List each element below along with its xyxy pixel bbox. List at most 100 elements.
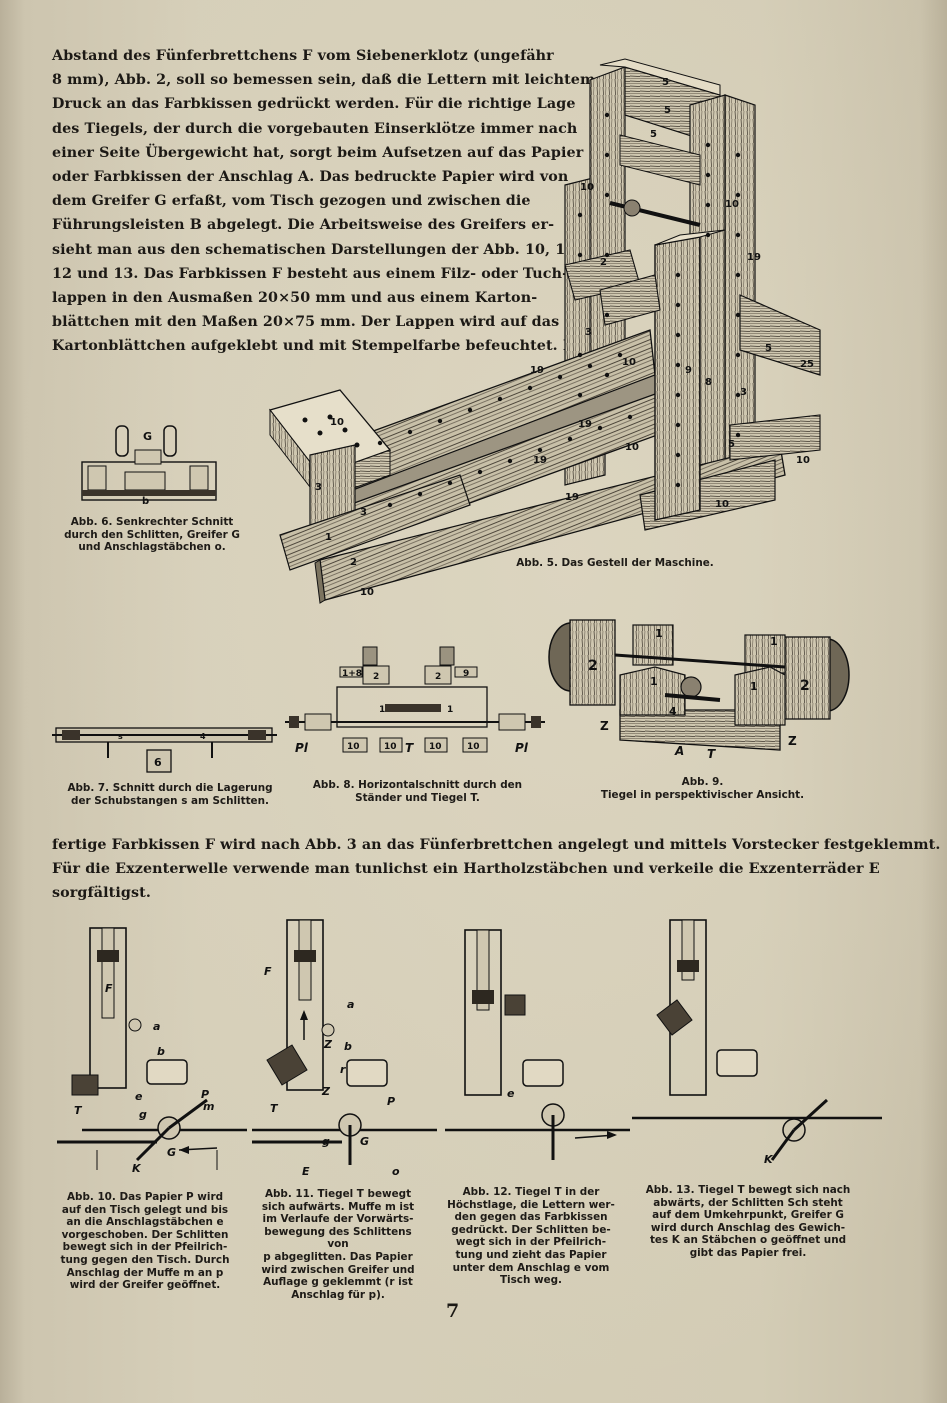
caption-line: unter dem Anschlag e vom	[452, 1261, 610, 1274]
text-line: blättchen mit den Maßen 20×75 mm. Der La…	[52, 314, 560, 331]
text-line: Druck an das Farbkissen gedrückt werden.…	[52, 96, 576, 113]
abb6-label-g: G	[143, 430, 152, 443]
caption-line: sich aufwärts. Muffe m ist	[261, 1200, 415, 1213]
abb5-label: 19	[533, 455, 547, 466]
abb9-label: 1	[650, 675, 658, 688]
caption-abb6: Abb. 6. Senkrechter Schnitt durch den Sc…	[52, 516, 252, 554]
caption-abb8: Abb. 8. Horizontalschnitt durch den Stän…	[300, 779, 535, 804]
abb8-label: 10	[384, 742, 397, 752]
caption-line: den gegen das Farbkissen	[454, 1211, 608, 1224]
caption-line: Anschlag für p).	[291, 1288, 385, 1301]
caption-line: Tiegel in perspektivischer Ansicht.	[600, 788, 805, 801]
caption-abb9: Abb. 9. Tiegel in perspektivischer Ansic…	[585, 776, 820, 801]
abb5-label: 19	[530, 365, 544, 376]
abb7-label-4: 4	[200, 732, 206, 741]
text-line: dem Greifer G erfaßt, vom Tisch gezogen …	[52, 193, 531, 210]
abb5-label: 10	[796, 455, 810, 466]
abb8-label: 1	[379, 705, 385, 715]
abb5-label: 3	[315, 482, 322, 493]
caption-line: vorgeschoben. Der Schlitten	[61, 1228, 229, 1241]
abb10-label: T	[74, 1104, 83, 1117]
abb5-label: 3	[360, 507, 367, 518]
caption-line: Abb. 12. Tiegel T in der	[462, 1186, 600, 1198]
figure-abb6-section: G b	[81, 425, 217, 507]
abb5-label: 25	[800, 359, 814, 370]
abb13-label: K	[764, 1153, 774, 1166]
text-line: Führungsleisten B abgelegt. Die Arbeitsw…	[52, 217, 555, 234]
caption-line: wird zwischen Greifer und	[261, 1263, 415, 1276]
abb5-label: 10	[580, 182, 594, 193]
abb9-label: 2	[588, 658, 598, 674]
caption-line: tung und zieht das Papier	[455, 1248, 607, 1261]
abb8-label: 10	[467, 742, 480, 752]
figure-abb9-platen: 1 1 2 2 4 1 1 Z Z A T	[548, 619, 850, 761]
abb5-label: 10	[360, 587, 374, 598]
abb5-label: 8	[705, 377, 712, 388]
abb5-label: 5	[765, 343, 772, 354]
abb5-label: 2	[350, 557, 357, 568]
abb11-label: P	[387, 1095, 395, 1108]
caption-line: im Verlaufe der Vorwärts-	[262, 1213, 414, 1226]
abb8-label: T	[405, 741, 414, 755]
abb5-label: 10	[625, 442, 639, 453]
text-line: fertige Farbkissen F wird nach Abb. 3 an…	[52, 837, 941, 853]
abb5-label: 10	[330, 417, 344, 428]
caption-line: auf dem Umkehrpunkt, Greifer G	[652, 1209, 844, 1222]
abb5-label: 5	[662, 77, 669, 88]
abb5-label: 9	[685, 365, 692, 376]
abb10-label: b	[157, 1045, 165, 1058]
abb9-label: T	[707, 747, 716, 761]
caption-line: wegt sich in der Pfeilrich-	[455, 1236, 607, 1249]
caption-line: wird durch Anschlag des Gewich-	[650, 1221, 846, 1234]
abb7-label-s: s	[118, 732, 123, 741]
caption-line: p abgeglitten. Das Papier	[263, 1250, 413, 1263]
abb8-label: 1+8	[342, 669, 362, 679]
caption-abb7: Abb. 7. Schnitt durch die Lagerung der S…	[55, 782, 285, 807]
abb8-label: 2	[373, 672, 379, 682]
abb11-label: F	[264, 965, 272, 978]
abb5-label: 10	[725, 199, 739, 210]
text-line: 12 und 13. Das Farbkissen F besteht aus …	[52, 265, 569, 282]
text-line: 8 mm), Abb. 2, soll so bemessen sein, da…	[52, 72, 596, 89]
figure-abb10-schematic: F a b T e m P g G K	[57, 927, 247, 1175]
figure-abb8-section: 1+8 2 2 9 Pl Pl T 10 10 10 10 1 1	[285, 646, 545, 755]
abb11-label: E	[302, 1165, 310, 1178]
abb5-label: 10	[622, 357, 636, 368]
abb11-label: r	[340, 1063, 346, 1076]
abb8-label: Pl	[295, 741, 309, 755]
caption-abb10: Abb. 10. Das Papier P wird auf den Tisch…	[60, 1191, 230, 1292]
abb8-label: 2	[435, 672, 441, 682]
abb8-label: 10	[347, 742, 360, 752]
abb5-label: 5	[650, 129, 657, 140]
caption-abb5: Abb. 5. Das Gestell der Maschine.	[516, 557, 714, 569]
caption-line: wird der Greifer geöffnet.	[69, 1279, 221, 1292]
abb5-label: 19	[578, 419, 592, 430]
text-line: Abstand des Fünferbrettchens F vom Siebe…	[52, 48, 554, 64]
abb10-label: m	[203, 1100, 214, 1113]
abb9-label: Z	[600, 719, 609, 733]
caption-line: Abb. 9.	[681, 776, 724, 788]
abb7-label-6: 6	[154, 756, 162, 769]
body-text-top: Abstand des Fünferbrettchens F vom Siebe…	[52, 44, 596, 359]
abb10-label: e	[135, 1090, 143, 1103]
abb5-label: 3	[585, 327, 592, 338]
text-line: des Tiegels, der durch die vorgebauten E…	[52, 120, 578, 137]
caption-line: durch den Schlitten, Greifer G	[64, 528, 240, 541]
caption-abb11: Abb. 11. Tiegel T bewegt sich aufwärts. …	[252, 1188, 424, 1301]
text-line: sieht man aus den schematischen Darstell…	[52, 241, 581, 258]
abb8-label: 10	[429, 742, 442, 752]
abb12-label: e	[507, 1087, 515, 1100]
caption-line: Auflage g geklemmt (r ist	[263, 1276, 413, 1289]
figure-abb13-schematic: K	[632, 919, 882, 1166]
caption-line: abwärts, der Schlitten Sch steht	[653, 1196, 843, 1209]
abb9-label: 2	[800, 678, 810, 694]
caption-line: Tisch weg.	[499, 1274, 563, 1287]
abb8-label: 1	[447, 705, 453, 715]
abb5-label: 10	[715, 499, 729, 510]
abb10-label: G	[167, 1146, 176, 1159]
abb11-label: Z	[323, 1038, 333, 1051]
abb10-label: g	[139, 1108, 147, 1121]
caption-line: gedrückt. Der Schlitten be-	[451, 1223, 611, 1236]
caption-line: Abb. 6. Senkrechter Schnitt	[70, 516, 234, 528]
caption-line: Abb. 13. Tiegel T bewegt sich nach	[645, 1184, 851, 1196]
